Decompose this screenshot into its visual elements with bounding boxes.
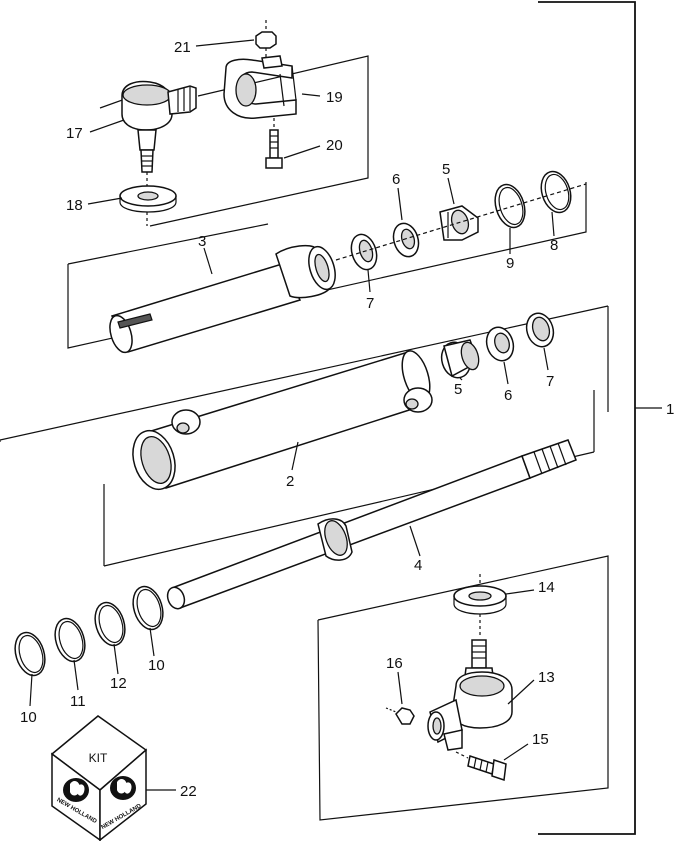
callout-6-upper: 6: [392, 171, 400, 188]
callout-22: 22: [180, 783, 197, 800]
callout-12: 12: [110, 675, 127, 692]
callout-1: 1: [666, 401, 674, 418]
callout-6-lower: 6: [504, 387, 512, 404]
ring-8: [540, 170, 572, 214]
ring-9: [494, 183, 526, 229]
cylinder-barrel-2: [132, 350, 433, 491]
callout-10-left: 10: [20, 709, 37, 726]
upper-tie-rod-group: [99, 20, 369, 227]
tie-rod-end-lower: [427, 639, 513, 751]
callout-4: 4: [414, 557, 422, 574]
barrel-group: [0, 305, 609, 567]
tie-rod-end-upper: [121, 80, 197, 188]
callout-5-upper: 5: [442, 161, 450, 178]
kit-label: KIT: [89, 751, 108, 765]
inner-rod-group: [67, 170, 587, 354]
bolt-20: [265, 118, 283, 169]
callout-5-lower: 5: [454, 381, 462, 398]
callout-13: 13: [538, 669, 555, 686]
callout-11: 11: [70, 693, 86, 710]
inner-tube-3: [109, 244, 336, 354]
washer-14: [453, 574, 507, 638]
callout-20: 20: [326, 137, 343, 154]
bushing-5-lower: [440, 339, 480, 379]
callout-2: 2: [286, 473, 294, 490]
callout-15: 15: [532, 731, 549, 748]
nut-21: [255, 20, 277, 58]
callout-7-lower: 7: [546, 373, 554, 390]
snap-ring-10-left: [14, 631, 46, 677]
callout-14: 14: [538, 579, 555, 596]
callout-8: 8: [550, 237, 558, 254]
assembly-bracket: [538, 1, 662, 835]
piston-rod-4: [166, 439, 577, 610]
clamp-19: [223, 55, 297, 119]
callout-19: 19: [326, 89, 343, 106]
callout-9: 9: [506, 255, 514, 272]
callout-17: 17: [66, 125, 83, 142]
callout-21: 21: [174, 39, 191, 56]
callout-3: 3: [198, 233, 206, 250]
seal-6-lower: [485, 326, 515, 362]
snap-ring-10-right: [132, 585, 164, 631]
callout-10-right: 10: [148, 657, 165, 674]
leader-lines: [29, 39, 555, 761]
ring-12: [94, 601, 126, 647]
seal-7-lower: [525, 312, 555, 348]
washer-18: [119, 185, 177, 226]
bolt-15: [455, 751, 507, 782]
callout-numbers: 1 2 3 4 5 5 6 6 7 7 8 9 10 10 11 12 13 1…: [20, 39, 674, 800]
nut-16: [385, 707, 415, 725]
kit-cube-22: KIT NEW HOLLAND NEW HOLLAND: [50, 715, 176, 841]
ring-11: [54, 617, 86, 663]
callout-7-upper: 7: [366, 295, 374, 312]
seal-6-upper: [392, 222, 420, 258]
callout-16: 16: [386, 655, 403, 672]
callout-18: 18: [66, 197, 83, 214]
lower-tie-rod-group: [317, 555, 609, 821]
